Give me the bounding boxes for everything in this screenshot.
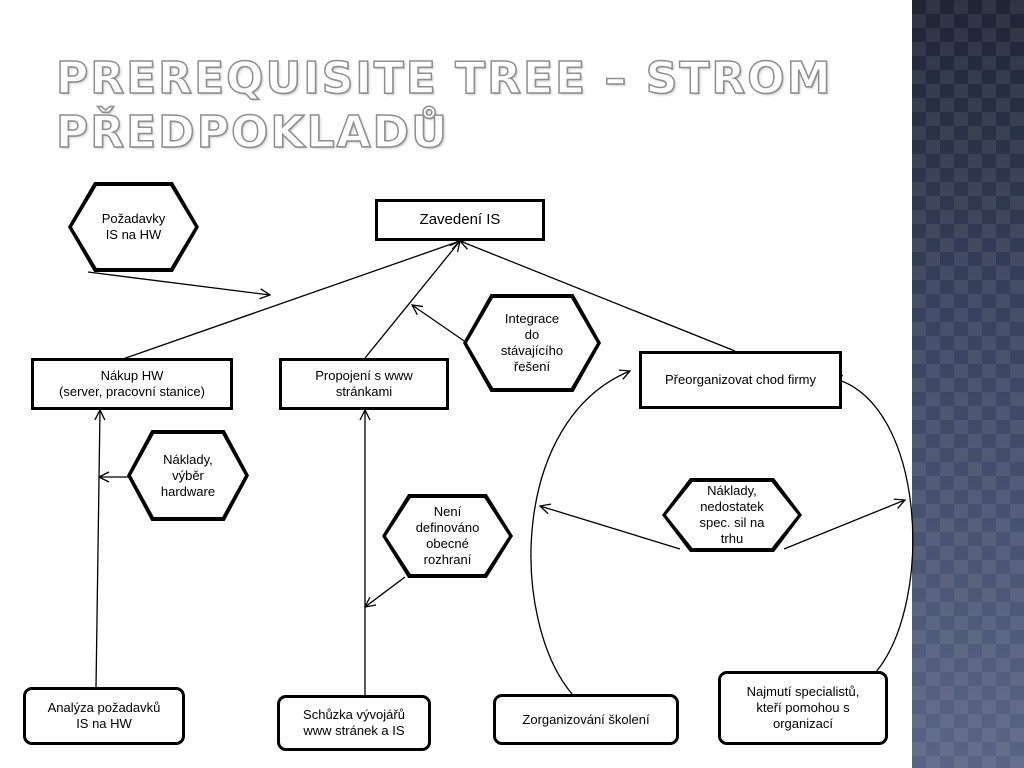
node-najmuti: Najmutí specialistů, kteří pomohou s org…	[718, 671, 888, 745]
node-schuzka: Schůzka vývojářů www stránek a IS	[277, 695, 431, 751]
arrow-preorganizovat-to-zavedeni	[460, 241, 736, 352]
obstacle-pozadavky-label: Požadavky IS na HW	[101, 211, 166, 242]
node-propojeni-www: Propojení s www stránkami	[279, 358, 449, 410]
arrow-neni-rozhrani-obstacle	[365, 576, 406, 607]
arrow-integrace-obstacle	[412, 305, 471, 346]
slide-title: Prerequisite tree – strom předpokladů	[55, 52, 833, 159]
obstacle-neni-rozhrani: Není definováno obecné rozhraní	[382, 494, 513, 578]
node-nakup-hw: Nákup HW (server, pracovní stanice)	[31, 358, 233, 410]
obstacle-neni-rozhrani-label: Není definováno obecné rozhraní	[415, 504, 480, 567]
node-preorganizovat: Přeorganizovat chod firmy	[639, 351, 842, 409]
arrow-naklady-nedostatek-right	[783, 500, 905, 550]
arrow-naklady-nedostatek-left	[540, 506, 681, 550]
node-zavedeni-is: Zavedení IS	[375, 199, 545, 241]
arrow-analyza-to-nakup	[96, 410, 100, 689]
arrow-nakup-to-zavedeni	[119, 241, 460, 361]
obstacle-naklady-vyber: Náklady, výběr hardware	[127, 430, 249, 521]
obstacle-naklady-nedostatek-label: Náklady, nedostatek spec. sil na trhu	[699, 483, 765, 546]
node-zorganizovani: Zorganizování školení	[493, 694, 679, 745]
obstacle-pozadavky: Požadavky IS na HW	[68, 182, 199, 272]
arrow-zorganizovani-to-preorganizovat	[530, 371, 630, 695]
arrow-propojeni-to-zavedeni	[364, 241, 460, 359]
arrow-pozadavky-obstacle	[87, 271, 270, 295]
obstacle-integrace-label: Integrace do stávajícího řešení	[500, 311, 564, 374]
node-analyza: Analýza požadavků IS na HW	[23, 687, 185, 745]
obstacle-naklady-nedostatek: Náklady, nedostatek spec. sil na trhu	[662, 478, 802, 552]
obstacle-naklady-vyber-label: Náklady, výběr hardware	[160, 451, 216, 499]
side-decoration-panel	[912, 0, 1024, 768]
obstacle-integrace: Integrace do stávajícího řešení	[463, 294, 601, 392]
arrow-najmuti-to-preorganizovat	[832, 378, 914, 673]
